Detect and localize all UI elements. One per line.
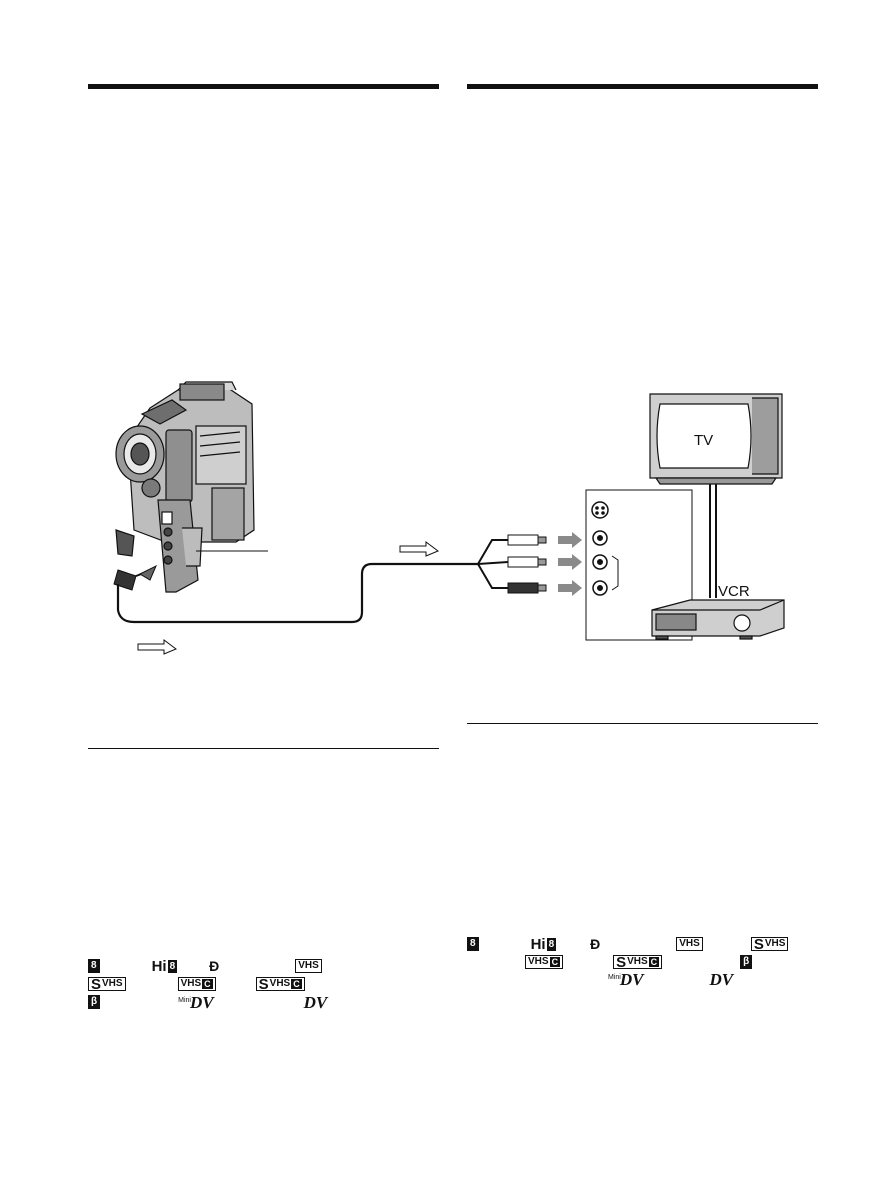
svhsc-logo-s: S xyxy=(258,975,269,993)
hi8-logo-right-digit: 8 xyxy=(546,937,557,951)
minidv-logo-mini: Mini xyxy=(178,996,191,1004)
vhsc-logo-text: VHS xyxy=(180,978,202,989)
digital8-logo: Ð xyxy=(209,958,220,974)
minidv-logo: DV xyxy=(189,992,214,1012)
av-plug-camcorder xyxy=(113,564,157,591)
svhs-logo-s: S xyxy=(91,975,102,993)
dv-logo-right: DV xyxy=(709,969,734,989)
tv-label: TV xyxy=(694,432,713,449)
input-jacks xyxy=(591,501,619,596)
vhsc-logo-right-text: VHS xyxy=(528,956,549,967)
vhs-logo: VHS xyxy=(295,959,322,973)
right-heading-bar xyxy=(467,84,818,89)
svhsc-logo-right-c: C xyxy=(648,957,660,967)
vhsc-logo-right-c: C xyxy=(549,957,561,967)
svhsc-logo-right-s: S xyxy=(616,953,627,971)
minidv-logo-right-mini: Mini xyxy=(608,973,621,981)
left-heading-bar xyxy=(88,84,439,89)
video8-logo: 8 xyxy=(88,959,100,973)
vhsc-logo-c: C xyxy=(202,979,213,989)
connection-arrows xyxy=(558,532,582,596)
svhsc-logo-right-text: VHS xyxy=(627,956,648,967)
dv-logo: DV xyxy=(303,992,328,1012)
minidv-logo-right: DV xyxy=(619,969,644,989)
hi8-logo-text: Hi xyxy=(151,957,167,975)
tv-illustration xyxy=(649,393,783,485)
av-cable xyxy=(116,562,478,624)
svhs-logo-right-text: VHS xyxy=(764,938,786,949)
right-logo-row-3: Mini DV DV xyxy=(608,970,733,988)
betamax-logo: β xyxy=(88,995,101,1009)
hi8-logo-digit: 8 xyxy=(167,959,178,973)
signal-flow-arrow-right xyxy=(399,541,439,557)
vhs-logo-right: VHS xyxy=(676,937,703,951)
camcorder-illustration xyxy=(115,381,255,593)
svhsc-logo-c: C xyxy=(291,979,302,989)
vcr-illustration xyxy=(651,599,785,640)
hi8-logo-right-text: Hi xyxy=(530,935,546,953)
signal-flow-arrow-bottom xyxy=(137,639,177,655)
video8-logo-right: 8 xyxy=(467,937,479,951)
digital8-logo-right: Ð xyxy=(590,936,601,952)
vcr-label: VCR xyxy=(718,583,750,600)
left-section-rule xyxy=(88,748,439,749)
svhs-logo-right-s: S xyxy=(753,935,764,953)
left-logo-row-3: β Mini DV DV xyxy=(88,993,327,1011)
right-section-rule xyxy=(467,723,818,724)
betamax-logo-right: β xyxy=(740,955,753,969)
svhs-logo-text: VHS xyxy=(102,978,123,989)
connection-diagram: TV VCR xyxy=(113,381,785,655)
svhsc-logo-text: VHS xyxy=(269,978,291,989)
rca-plugs xyxy=(507,534,547,594)
